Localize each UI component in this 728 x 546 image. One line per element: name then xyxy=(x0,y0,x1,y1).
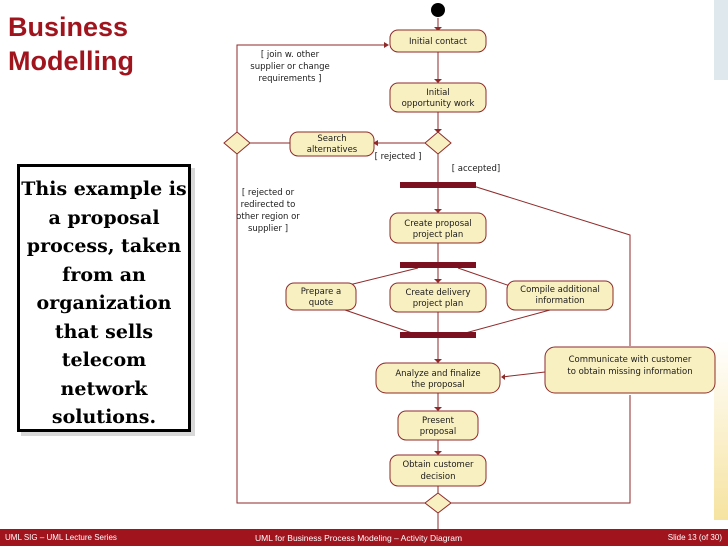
guard-label: [ join w. other xyxy=(261,50,320,60)
activity-label: Prepare a xyxy=(301,287,342,297)
activity-initial-opportunity: Initial opportunity work xyxy=(389,82,487,113)
footer-topic: UML for Business Process Modeling – Acti… xyxy=(255,533,463,543)
note-line: a proposal xyxy=(48,206,160,229)
activity-label: Create proposal xyxy=(404,219,471,229)
guard-label: supplier or change xyxy=(250,62,329,72)
note-line: network xyxy=(60,377,148,400)
activity-label: Initial xyxy=(426,88,450,98)
footer-bar: UML SIG – UML Lecture Series UML for Bus… xyxy=(0,529,728,546)
note-line: telecom xyxy=(61,349,147,371)
activity-create-delivery-plan: Create delivery project plan xyxy=(389,282,487,313)
note-line: that sells xyxy=(54,320,154,343)
guard-label: redirected to xyxy=(241,200,296,210)
activity-label: Communicate with customer xyxy=(569,355,692,365)
edge-decoration-bottom xyxy=(714,340,728,520)
slide-title-line: Modelling xyxy=(8,46,134,76)
activity-label: decision xyxy=(420,472,455,482)
activity-create-proposal-plan: Create proposal project plan xyxy=(389,212,487,244)
guard-rejected-redirected: [ rejected or redirected to other region… xyxy=(236,188,300,234)
activity-label: the proposal xyxy=(411,380,464,390)
activity-label: proposal xyxy=(420,427,457,437)
initial-node xyxy=(431,3,445,17)
activity-label: Initial contact xyxy=(409,37,468,47)
activity-compile-info: Compile additional information xyxy=(506,280,614,311)
decision-diamond-accept xyxy=(424,131,452,155)
activity-label: project plan xyxy=(413,299,464,309)
activity-obtain-decision: Obtain customer decision xyxy=(389,454,487,487)
guard-rejected: [ rejected ] xyxy=(375,152,422,162)
merge-diamond-left xyxy=(223,131,251,155)
note-line: organization xyxy=(36,292,172,314)
activity-initial-contact: Initial contact xyxy=(389,29,487,53)
diagram-edges xyxy=(236,18,631,530)
slide-title-line: Business xyxy=(8,12,129,42)
note-line: process, taken xyxy=(26,235,182,257)
slide-title: Business Modelling xyxy=(8,10,134,78)
activity-label: Search xyxy=(317,134,346,144)
fork-bar-1 xyxy=(400,182,476,188)
footer-slide-number: Slide 13 (of 30) xyxy=(667,533,722,542)
note-text: This example is a proposal process, take… xyxy=(20,175,188,432)
footer-series: UML SIG – UML Lecture Series xyxy=(5,533,117,542)
guard-label: other region or xyxy=(236,212,300,222)
activity-label: Obtain customer xyxy=(402,460,474,470)
activity-label: alternatives xyxy=(307,145,358,155)
activity-label: Present xyxy=(422,416,455,426)
activity-label: project plan xyxy=(413,230,464,240)
activity-label: opportunity work xyxy=(402,99,475,109)
activity-label: quote xyxy=(309,298,334,308)
activity-search-alternatives: Search alternatives xyxy=(289,131,375,157)
note-line: solutions. xyxy=(51,406,157,428)
activity-label: Create delivery xyxy=(405,288,470,298)
diagram-arrowheads xyxy=(373,27,505,455)
activity-communicate-customer: Communicate with customer to obtain miss… xyxy=(544,346,716,394)
activity-prepare-quote: Prepare a quote xyxy=(285,282,357,311)
activity-present-proposal: Present proposal xyxy=(397,410,479,441)
activity-label: Compile additional xyxy=(520,285,600,295)
activity-label: Analyze and finalize xyxy=(395,369,480,379)
fork-bar-2 xyxy=(400,262,476,268)
guard-label: [ rejected or xyxy=(242,188,295,198)
note-line: This example is xyxy=(21,178,187,200)
note-box: This example is a proposal process, take… xyxy=(17,164,191,432)
guard-label: requirements ] xyxy=(259,74,322,84)
guard-accepted: [ accepted] xyxy=(452,164,500,174)
activity-label: information xyxy=(535,296,584,306)
join-bar xyxy=(400,332,476,338)
activity-analyze-finalize: Analyze and finalize the proposal xyxy=(375,362,501,394)
activity-label: to obtain missing information xyxy=(567,367,692,377)
note-line: from an xyxy=(62,263,146,286)
guard-label: supplier ] xyxy=(248,224,288,234)
guard-join-other: [ join w. other supplier or change requi… xyxy=(250,50,329,84)
edge-decoration-top xyxy=(714,0,728,80)
decision-diamond-customer xyxy=(424,492,452,514)
